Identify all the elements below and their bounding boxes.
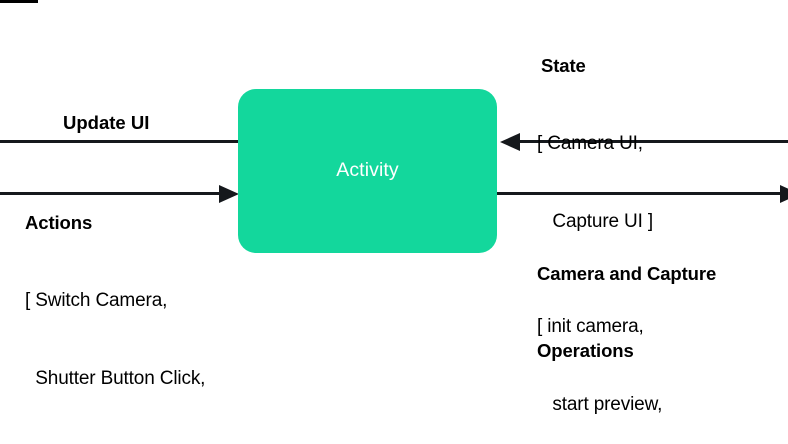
list-item: start preview, — [537, 394, 663, 415]
edge-line-camera-and-capture-operations — [496, 192, 788, 195]
list-item: [ init camera, — [537, 316, 644, 337]
node-activity[interactable]: Activity — [238, 89, 497, 253]
edge-line-actions — [0, 192, 222, 195]
list-item: Shutter Button Click, — [25, 368, 206, 389]
edge-label-camera-and-capture-operations: Camera and Capture Operations — [537, 210, 716, 414]
edge-label-actions: Actions — [25, 212, 93, 233]
edge-label-line-2: Operations — [537, 339, 634, 361]
edge-line-state — [520, 140, 788, 143]
state-list: [ Camera UI, Capture UI ] — [537, 79, 653, 287]
edge-line-update-ui — [0, 140, 240, 143]
list-item: [ Switch Camera, — [25, 290, 168, 311]
arrowhead-actions-into-activity — [219, 184, 239, 203]
actions-list: [ Switch Camera, Shutter Button Click, C… — [25, 236, 251, 444]
list-item: [ Camera UI, — [537, 133, 643, 154]
edge-label-line-1: Camera and Capture — [537, 263, 717, 284]
edge-label-state: State — [541, 55, 586, 76]
corner-marker — [0, 0, 38, 3]
edge-label-update-ui: Update UI — [63, 112, 150, 133]
camera-operations-list: [ init camera, start preview, stop previ… — [537, 262, 697, 444]
arrowhead-operations-outgoing — [780, 184, 788, 203]
arrowhead-state-into-activity — [500, 132, 520, 151]
node-activity-label: Activity — [336, 159, 399, 182]
list-item: Capture UI ] — [537, 211, 654, 232]
